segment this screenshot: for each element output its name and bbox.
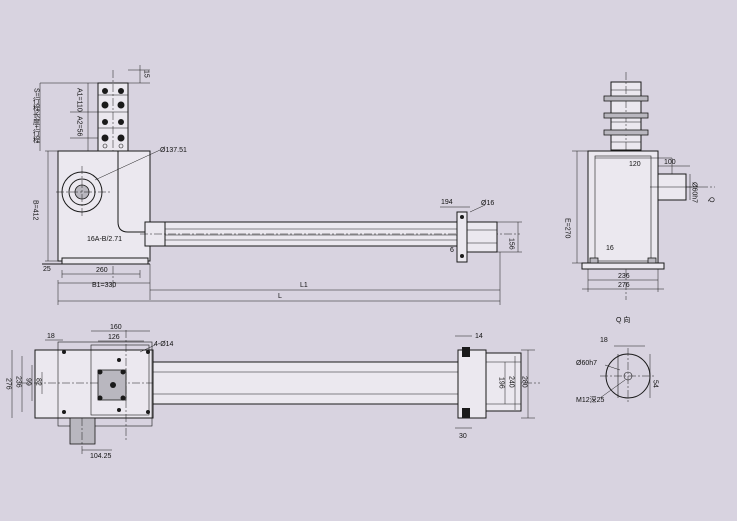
dim-label: 240 <box>508 376 515 388</box>
dim-label: 16 <box>606 245 614 252</box>
dim-label: L <box>278 293 282 300</box>
dim-label: 25 <box>43 266 51 273</box>
dim-label: B1=330 <box>92 282 116 289</box>
dim-label: 104.25 <box>90 453 112 460</box>
plan-view: 18 160 126 4-Ø14 14 276 236 99 82 196 24… <box>5 324 540 460</box>
dim-label: 100 <box>664 159 676 166</box>
gearbox-side <box>587 150 659 264</box>
dim-label: Ø137.51 <box>160 147 187 154</box>
motor-plan <box>69 417 96 445</box>
dim-label: 6 <box>450 247 454 254</box>
bolt-icon <box>102 119 108 125</box>
dim-label: B=412 <box>32 200 39 221</box>
gearbox-plan <box>34 349 154 419</box>
gearbox-housing <box>57 150 151 262</box>
tube-plan <box>152 361 459 405</box>
dim-label: 276 <box>5 378 12 390</box>
bolt-icon <box>102 88 108 94</box>
dim-label: 14 <box>475 333 483 340</box>
dim-label: Ø16 <box>481 200 494 207</box>
side-view: 120 100 Ø60h7 Q E=270 16 236 276 <box>564 72 715 300</box>
dim-label: 260 <box>96 267 108 274</box>
dim-label: 160 <box>110 324 122 331</box>
bolt-icon <box>101 101 109 109</box>
dim-label: 236 <box>618 273 630 280</box>
dim-label: 99 <box>25 378 32 386</box>
dim-label: 54 <box>652 380 659 388</box>
dim-label: 156 <box>508 238 515 250</box>
dim-label: 16A-B/2.71 <box>87 236 122 243</box>
dim-label: L1 <box>300 282 308 289</box>
bolt-icon <box>117 134 125 142</box>
dim-label: E=270 <box>564 218 571 239</box>
bolt-icon <box>117 101 125 109</box>
q-view: Q 向 18 Ø60h7 54 M12深25 <box>576 315 659 404</box>
dim-label: 18 <box>600 337 608 344</box>
dim-label: 236 <box>15 376 22 388</box>
dim-label: S=行程长度+行程 <box>33 88 41 144</box>
bolt-icon <box>118 88 124 94</box>
dim-label: 120 <box>629 161 641 168</box>
end-block-plan <box>457 349 487 419</box>
bolt-icon <box>101 134 109 142</box>
dim-label: A1=110 <box>76 88 83 112</box>
dim-label: Q <box>708 197 715 203</box>
dim-label: 30 <box>459 433 467 440</box>
dim-label: 4-Ø14 <box>154 341 174 348</box>
dim-label: 18 <box>47 333 55 340</box>
dim-label: 82 <box>35 378 42 386</box>
dim-label: 196 <box>498 377 505 389</box>
dim-label: 15 <box>143 70 150 78</box>
dim-label: A2=56 <box>76 116 83 137</box>
dim-label: M12深25 <box>576 395 605 404</box>
dim-label: 280 <box>521 376 528 388</box>
dim-label: 126 <box>108 334 120 341</box>
dim-label: Ø60h7 <box>576 360 597 367</box>
dim-label: Ø60h7 <box>691 182 698 203</box>
dim-label: 276 <box>618 282 630 289</box>
dim-label: 194 <box>441 199 453 206</box>
view-title: Q 向 <box>616 315 630 324</box>
front-view: 15 A1=110 A2=56 S=行程长度+行程 Ø137.51 B=412 … <box>32 65 522 305</box>
bolt-icon <box>118 119 124 125</box>
